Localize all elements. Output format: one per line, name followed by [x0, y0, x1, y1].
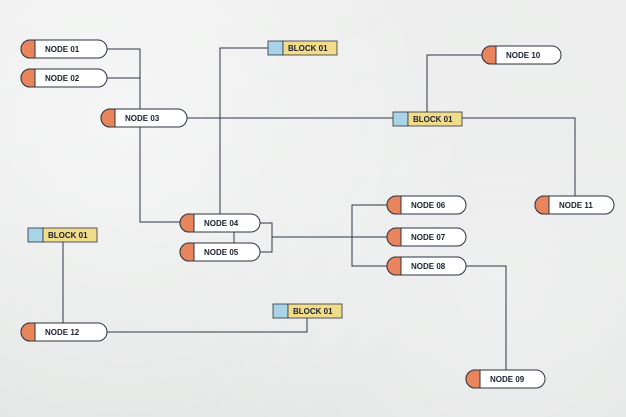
node-07[interactable]: NODE 07: [386, 227, 467, 247]
diagram-items: NODE 01 NODE 02 NODE 03 NODE 04 NODE 05 NODE …: [20, 39, 615, 389]
block-mid[interactable]: BLOCK 01: [392, 111, 463, 127]
node-01[interactable]: NODE 01: [20, 39, 108, 59]
node-cap-icon: [534, 195, 550, 215]
connector-line: [107, 48, 141, 115]
block-label: BLOCK 01: [48, 231, 88, 240]
node-04[interactable]: NODE 04: [179, 213, 261, 233]
node-cap-icon: [20, 39, 36, 59]
node-label: NODE 05: [204, 248, 239, 257]
node-03[interactable]: NODE 03: [100, 108, 188, 128]
node-label: NODE 02: [45, 74, 80, 83]
node-label: NODE 09: [490, 375, 525, 384]
node-cap-icon: [20, 322, 36, 342]
node-cap-icon: [20, 68, 36, 88]
block-top[interactable]: BLOCK 01: [267, 40, 338, 56]
connector-line: [219, 47, 268, 214]
connector-line: [447, 117, 576, 196]
node-08[interactable]: NODE 08: [386, 256, 467, 276]
connector-line: [466, 265, 507, 370]
node-cap-icon: [100, 108, 116, 128]
block-label-box: [42, 227, 98, 243]
node-09[interactable]: NODE 09: [465, 369, 546, 389]
block-square-icon: [267, 40, 284, 56]
node-02[interactable]: NODE 02: [20, 68, 108, 88]
block-left[interactable]: BLOCK 01: [27, 227, 98, 243]
node-cap-icon: [179, 242, 195, 262]
block-label: BLOCK 01: [293, 307, 333, 316]
node-label: NODE 03: [125, 114, 160, 123]
block-square-icon: [27, 227, 44, 243]
node-label: NODE 06: [411, 201, 446, 210]
connector-line: [107, 318, 308, 333]
block-low[interactable]: BLOCK 01: [272, 303, 343, 319]
connector-line: [351, 204, 387, 267]
node-label: NODE 04: [204, 219, 239, 228]
node-label: NODE 01: [45, 45, 80, 54]
node-label: NODE 11: [559, 201, 593, 210]
node-label: NODE 12: [45, 328, 80, 337]
node-label: NODE 07: [411, 233, 446, 242]
node-cap-icon: [386, 256, 402, 276]
block-label: BLOCK 01: [413, 115, 453, 124]
block-square-icon: [392, 111, 409, 127]
block-label-box: [407, 111, 463, 127]
node-cap-icon: [386, 227, 402, 247]
node-10[interactable]: NODE 10: [481, 45, 562, 65]
node-cap-icon: [179, 213, 195, 233]
connector-lines: [62, 47, 576, 370]
node-cap-icon: [465, 369, 481, 389]
node-05[interactable]: NODE 05: [179, 242, 261, 262]
block-label-box: [282, 40, 338, 56]
connector-line: [426, 54, 482, 112]
node-12[interactable]: NODE 12: [20, 322, 108, 342]
block-label: BLOCK 01: [288, 44, 328, 53]
node-cap-icon: [481, 45, 497, 65]
block-square-icon: [272, 303, 289, 319]
node-cap-icon: [386, 195, 402, 215]
node-label: NODE 08: [411, 262, 446, 271]
node-11[interactable]: NODE 11: [534, 195, 615, 215]
connector-line: [260, 222, 273, 253]
connector-line: [139, 115, 180, 223]
node-label: NODE 10: [506, 51, 541, 60]
block-label-box: [287, 303, 343, 319]
node-06[interactable]: NODE 06: [386, 195, 467, 215]
